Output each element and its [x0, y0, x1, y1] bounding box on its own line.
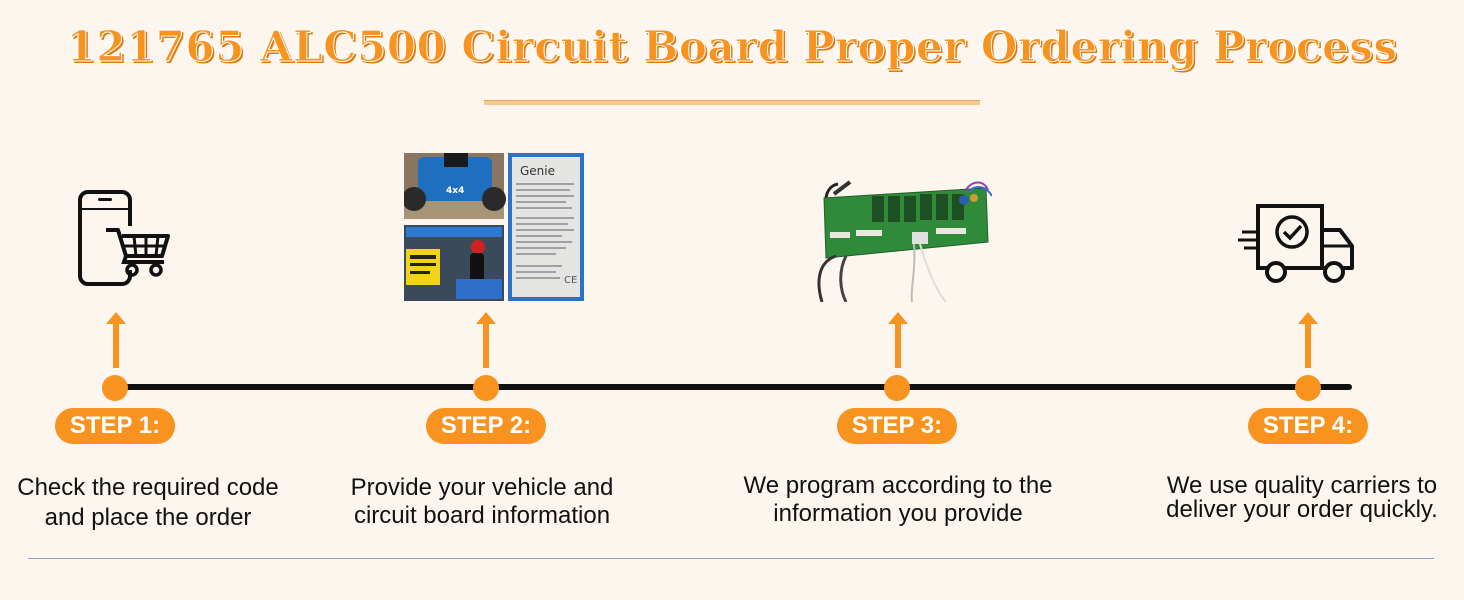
step-3-line-2: information you provide [773, 500, 1023, 527]
step-1-description: Check the required code and place the or… [0, 474, 298, 532]
step-1-line-1: Check the required code [17, 474, 279, 501]
step-1-badge: STEP 1: [55, 408, 175, 444]
vehicle-nameplate-photo: 4x4 Genie CE [402, 153, 584, 301]
timeline-dot [1295, 375, 1321, 401]
step-1-line-2: and place the order [44, 504, 252, 531]
step-3-line-1: We program according to the [743, 472, 1053, 499]
arrow-up-icon [106, 312, 126, 368]
arrow-up-icon [1298, 312, 1318, 368]
step-3-badge: STEP 3: [837, 408, 957, 444]
svg-text:CE: CE [564, 275, 577, 286]
timeline-dot [473, 375, 499, 401]
phone-cart-icon [74, 190, 174, 290]
step-2-description: Provide your vehicle and circuit board i… [332, 474, 632, 530]
svg-text:4x4: 4x4 [446, 186, 464, 196]
timeline-bar [114, 384, 1352, 390]
arrow-up-icon [476, 312, 496, 368]
step-3-description: We program according to the information … [720, 472, 1076, 528]
step-4-badge: STEP 4: [1248, 408, 1368, 444]
timeline-dot [884, 375, 910, 401]
page-title: 121765 ALC500 Circuit Board Proper Order… [66, 22, 1398, 72]
bottom-divider [28, 558, 1434, 559]
step-2-badge: STEP 2: [426, 408, 546, 444]
step-2-line-1: Provide your vehicle and [350, 474, 614, 501]
title-underline [484, 100, 980, 105]
timeline-dot [102, 375, 128, 401]
delivery-truck-icon [1236, 200, 1356, 290]
nameplate-brand: Genie [520, 164, 555, 178]
circuit-board-photo [816, 172, 993, 303]
step-4-line-1: We use quality carriers to [1166, 472, 1438, 499]
step-2-line-2: circuit board information [353, 502, 611, 529]
step-4-description: We use quality carriers to deliver your … [1142, 474, 1462, 522]
arrow-up-icon [888, 312, 908, 368]
step-4-line-2: deliver your order quickly. [1166, 496, 1438, 523]
